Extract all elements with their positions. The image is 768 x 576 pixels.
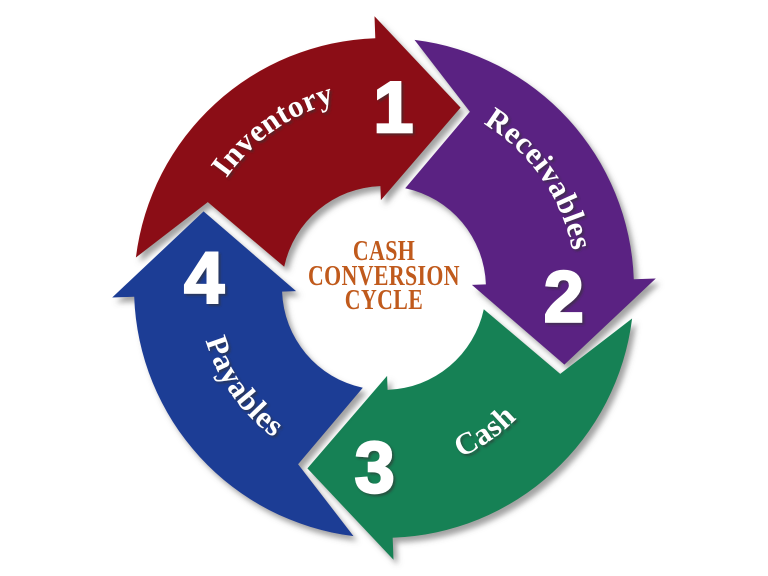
segment-number-3: 3 (355, 428, 395, 508)
segment-arrow-inventory (135, 16, 461, 267)
segment-number-1: 1 (373, 68, 413, 148)
segment-arrow-payables (112, 211, 363, 537)
segment-number-4: 4 (184, 239, 224, 319)
center-label-line-2: CONVERSION (308, 260, 460, 292)
segment-arrow-cash (307, 309, 633, 560)
center-label-line-1: CASH (352, 236, 416, 267)
center-label-line-3: CYCLE (344, 285, 424, 316)
center-label: CASH CONVERSION CYCLE (283, 236, 486, 316)
segment-arrow-receivables (405, 39, 656, 365)
segment-number-2: 2 (544, 257, 584, 337)
